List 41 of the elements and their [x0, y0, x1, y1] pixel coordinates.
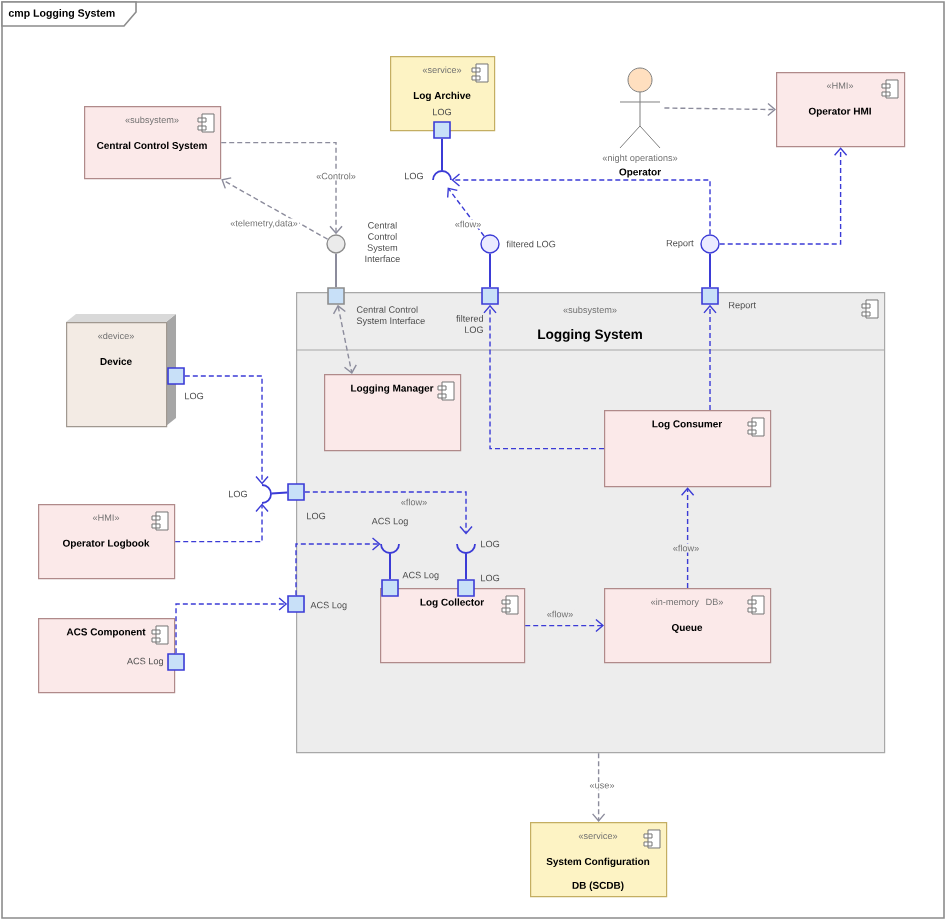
port-square [433, 121, 451, 139]
dependency-arrow [524, 618, 604, 633]
port-square [457, 579, 475, 597]
dependency-arrow [174, 503, 269, 543]
port-square [327, 287, 345, 305]
dependency-arrow [680, 487, 695, 589]
dependency-arrow [220, 141, 343, 235]
socket-arc [261, 484, 272, 504]
dependency-arrow [719, 147, 848, 245]
dependency-arrow [184, 375, 269, 485]
interface-circle [480, 234, 500, 254]
connector-line [489, 252, 491, 289]
dependency-arrow [304, 491, 473, 535]
socket-arc [432, 170, 452, 181]
dependency-arrow [451, 173, 711, 235]
connector-line [335, 252, 337, 289]
connector-line [709, 252, 711, 289]
dependency-arrow [332, 304, 357, 374]
dependency-arrow [175, 597, 288, 654]
socket-arc [456, 543, 476, 554]
dependency-arrow [221, 177, 329, 240]
port-square [481, 287, 499, 305]
interface-circle [700, 234, 720, 254]
socket-arc [380, 543, 400, 554]
dependency-arrow [663, 102, 776, 117]
interface-circle [326, 234, 346, 254]
connector-line [465, 552, 467, 581]
dependency-arrow [703, 304, 717, 411]
port-square [167, 653, 185, 671]
connector-line [441, 137, 443, 172]
port-square [287, 483, 305, 501]
dependency-arrow [447, 187, 485, 237]
connector-line [270, 491, 289, 495]
dependency-arrow [591, 752, 606, 822]
port-square [287, 595, 305, 613]
port-square [167, 367, 185, 385]
port-square [701, 287, 719, 305]
dependency-arrow [483, 304, 605, 450]
port-square [381, 579, 399, 597]
dependency-arrow [295, 537, 381, 596]
connector-line [389, 552, 391, 581]
